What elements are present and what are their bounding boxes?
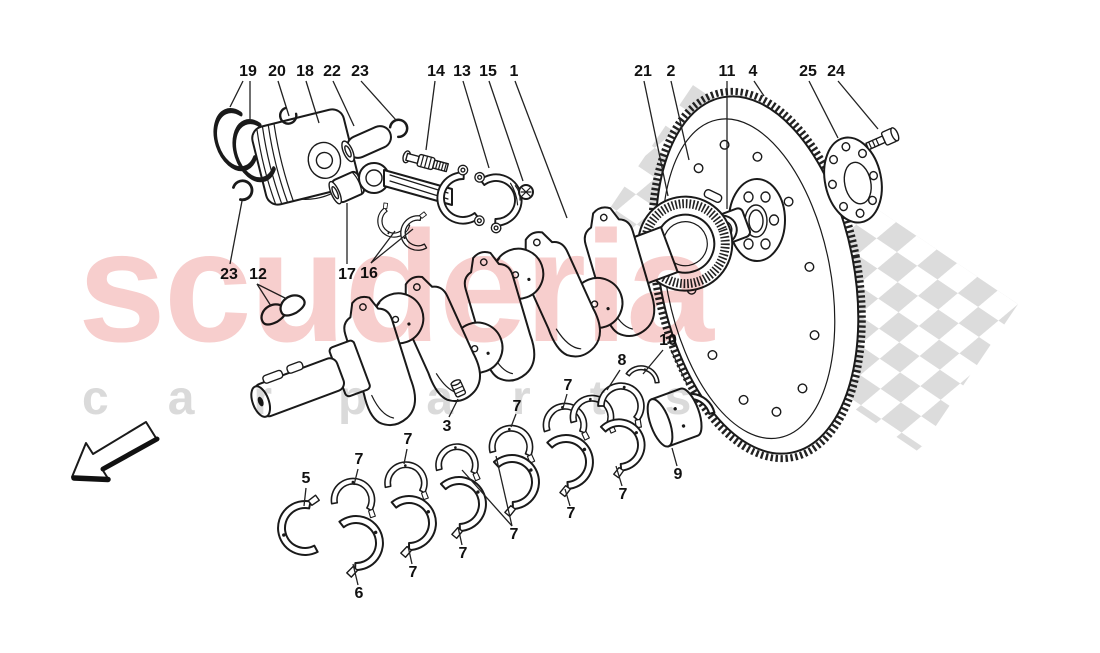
rod-bearing-shell [396, 210, 433, 254]
main-bearing-shells [272, 361, 717, 580]
callout-20: 20 [268, 63, 286, 80]
callout-23-top: 23 [351, 63, 369, 80]
callout-10: 10 [659, 332, 677, 349]
callout-11: 11 [719, 63, 736, 80]
callout-4: 4 [749, 63, 758, 80]
callout-7: 7 [567, 505, 576, 522]
bearing-shell [431, 467, 497, 541]
callout-6: 6 [355, 585, 364, 602]
ring-gear-teeth [648, 87, 866, 463]
callout-24: 24 [827, 63, 845, 80]
callout-3: 3 [443, 418, 452, 435]
bearing-shell [537, 425, 605, 499]
bearing-shell [381, 487, 446, 560]
callout-18: 18 [296, 63, 314, 80]
callout-2: 2 [667, 63, 676, 80]
bearing-shell [272, 493, 328, 560]
callout-5: 5 [302, 470, 311, 487]
direction-arrow-icon [71, 421, 160, 483]
callout-14: 14 [427, 63, 445, 80]
callout-13: 13 [453, 63, 471, 80]
thrust-bearing [646, 387, 703, 448]
flywheel-bolt [865, 127, 900, 151]
callout-7: 7 [404, 431, 413, 448]
bearing-shell [382, 458, 434, 502]
callout-22: 22 [323, 63, 341, 80]
callout-25: 25 [799, 63, 817, 80]
crankshaft [250, 195, 751, 432]
woodruff-key [703, 189, 723, 203]
callout-9: 9 [674, 466, 683, 483]
rod-nut [518, 184, 534, 200]
connecting-rod [358, 162, 485, 227]
callout-23-mid: 23 [220, 266, 238, 283]
callout-7: 7 [513, 398, 522, 415]
flywheel-hub [728, 178, 786, 262]
callout-7: 7 [409, 564, 418, 581]
callout-15: 15 [479, 63, 497, 80]
callout-labels: 19 20 18 22 23 14 13 15 1 21 2 11 4 25 2… [220, 63, 845, 602]
leader-lines [229, 80, 879, 586]
callout-8: 8 [618, 352, 627, 369]
rod-cap [474, 171, 523, 234]
callout-7: 7 [459, 545, 468, 562]
gudgeon-pin [341, 125, 392, 163]
circlip [387, 115, 412, 140]
flywheel [648, 87, 866, 463]
plug [450, 379, 467, 398]
bearing-shell [329, 507, 393, 580]
circlip [230, 175, 257, 204]
callout-21: 21 [634, 63, 652, 80]
callout-16: 16 [360, 265, 378, 282]
bearing-shell [591, 409, 656, 480]
rod-bolt [402, 150, 449, 173]
callout-7: 7 [564, 377, 573, 394]
bearing-shell [434, 441, 484, 482]
callout-7: 7 [619, 486, 628, 503]
callout-7: 7 [510, 526, 519, 543]
callout-17: 17 [338, 266, 356, 283]
callout-19: 19 [239, 63, 257, 80]
callout-12: 12 [249, 266, 267, 283]
callout-1: 1 [510, 63, 519, 80]
flange [823, 136, 883, 224]
callout-7: 7 [355, 451, 364, 468]
